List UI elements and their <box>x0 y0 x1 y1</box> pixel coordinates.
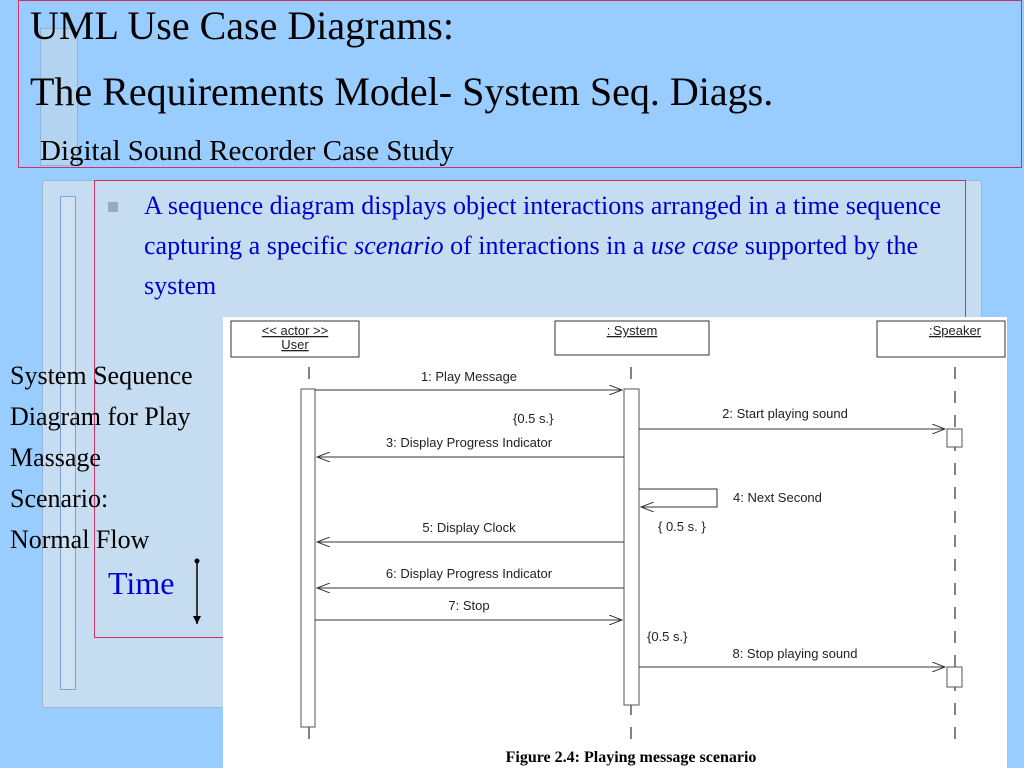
message-3-label: 3: Display Progress Indicator <box>386 435 553 450</box>
side-caption-line: Scenario: <box>10 484 109 513</box>
side-caption-line: Normal Flow <box>10 525 150 554</box>
decorative-strip <box>40 28 78 166</box>
timing-note-2: { 0.5 s. } <box>658 519 706 534</box>
lifeline-user-stereotype: << actor >> <box>262 323 329 338</box>
lifeline-speaker-name: :Speaker <box>929 323 982 338</box>
message-8-label: 8: Stop playing sound <box>732 646 857 661</box>
lifeline-user-name: User <box>281 337 309 352</box>
message-8: 8: Stop playing sound <box>639 646 945 667</box>
bullet-emphasis-scenario: scenario <box>354 231 444 260</box>
sequence-diagram-figure: << actor >> User : System :Speaker 1: Pl… <box>223 317 1007 768</box>
side-caption-line: System Sequence <box>10 361 193 390</box>
message-3: 3: Display Progress Indicator <box>317 435 624 457</box>
lifeline-head-system: : System <box>554 320 710 356</box>
timing-note-1: {0.5 s.} <box>513 411 554 426</box>
figure-caption: Figure 2.4: Playing message scenario <box>506 749 757 766</box>
side-caption-line: Massage <box>10 443 101 472</box>
decorative-side-strip <box>60 196 76 690</box>
bullet-text: A sequence diagram displays object inter… <box>144 186 956 306</box>
message-4-self: 4: Next Second <box>639 488 822 507</box>
message-7-label: 7: Stop <box>448 598 489 613</box>
message-5: 5: Display Clock <box>317 520 624 542</box>
message-2-label: 2: Start playing sound <box>722 406 848 421</box>
message-5-label: 5: Display Clock <box>422 520 516 535</box>
activation-bar-user <box>300 388 316 728</box>
slide-subtitle: Digital Sound Recorder Case Study <box>40 135 455 167</box>
bullet-text-part3: supported by the system <box>144 231 919 300</box>
message-1-label: 1: Play Message <box>421 369 517 384</box>
lifeline-system-name: : System <box>607 323 658 338</box>
message-1: 1: Play Message <box>315 369 622 390</box>
lifeline-head-speaker: :Speaker <box>876 320 1006 358</box>
side-caption: System Sequence Diagram for Play Massage… <box>10 355 258 560</box>
message-4-label: 4: Next Second <box>733 490 822 505</box>
bullet-marker <box>108 202 118 212</box>
timing-note-3: {0.5 s.} <box>647 629 688 644</box>
message-6: 6: Display Progress Indicator <box>317 566 624 588</box>
time-label: Time <box>108 565 175 601</box>
message-2: 2: Start playing sound <box>639 406 945 429</box>
slide-title-line2: The Requirements Model- System Seq. Diag… <box>30 69 774 114</box>
bullet-emphasis-use-case: use case <box>650 231 739 260</box>
side-caption-line: Diagram for Play <box>10 402 191 431</box>
lifeline-head-user: << actor >> User <box>230 320 360 358</box>
message-6-label: 6: Display Progress Indicator <box>386 566 553 581</box>
time-arrow-icon <box>193 558 201 624</box>
bullet-text-part2: of interactions in a <box>443 231 651 260</box>
activation-bar-system <box>623 388 640 706</box>
title-box <box>18 0 1022 168</box>
message-7: 7: Stop <box>315 598 622 620</box>
bullet-text-part1: A sequence diagram displays object inter… <box>144 191 942 260</box>
slide-title-line1: UML Use Case Diagrams: <box>30 3 454 48</box>
activation-bar-speaker-2 <box>946 666 963 688</box>
sequence-diagram: << actor >> User : System :Speaker 1: Pl… <box>230 320 1006 766</box>
activation-bar-speaker-1 <box>946 428 963 448</box>
